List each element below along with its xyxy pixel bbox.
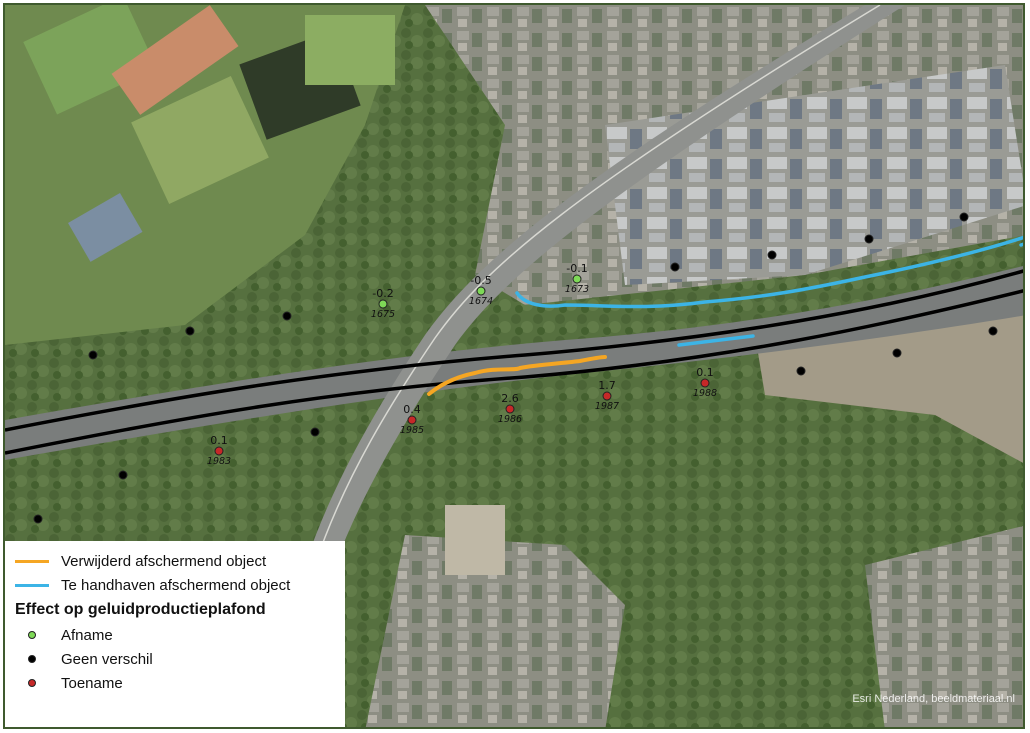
- map-frame: -0.2 1675 -0.5 1674 -0.1 1673 0.1 1988 1.7 19…: [3, 3, 1025, 729]
- point-id: 1673: [565, 284, 589, 295]
- removed-barrier-line: [427, 355, 607, 396]
- built-up-area: [365, 535, 625, 727]
- point-id: 1675: [371, 309, 395, 320]
- legend-label-removed: Verwijderd afschermend object: [61, 552, 267, 570]
- building: [68, 192, 143, 262]
- receiver-point[interactable]: 0.1 1983: [207, 434, 231, 467]
- receiver-point[interactable]: [670, 262, 680, 272]
- legend-dot-decrease-wrap: [15, 631, 49, 639]
- point-id: 1985: [400, 425, 424, 436]
- point-marker: [796, 366, 806, 376]
- legend: Verwijderd afschermend object Te handhav…: [5, 541, 345, 727]
- point-marker: [33, 514, 43, 524]
- legend-dot-increase: [28, 679, 36, 687]
- point-marker: [670, 262, 680, 272]
- point-id: 1988: [693, 388, 717, 399]
- receiver-point[interactable]: 2.6 1986: [498, 392, 522, 425]
- point-marker: [988, 326, 998, 336]
- point-marker: [185, 326, 195, 336]
- highway-line: [5, 289, 1023, 455]
- receiver-point[interactable]: [796, 366, 806, 376]
- point-marker: [767, 250, 777, 260]
- point-value: -0.1: [566, 262, 587, 275]
- point-id: 1987: [595, 401, 619, 412]
- receiver-point[interactable]: [864, 234, 874, 244]
- point-marker: [476, 286, 486, 296]
- receiver-point[interactable]: [33, 514, 43, 524]
- receiver-point[interactable]: 0.4 1985: [400, 403, 424, 436]
- point-marker: [118, 470, 128, 480]
- point-marker: [959, 212, 969, 222]
- receiver-point[interactable]: -0.5 1674: [469, 274, 493, 307]
- point-id: 1986: [498, 414, 522, 425]
- point-value: -0.2: [372, 287, 393, 300]
- legend-label-kept: Te handhaven afschermend object: [61, 576, 291, 594]
- sports-field: [131, 75, 269, 205]
- point-value: 1.7: [598, 379, 616, 392]
- highway-carriageway: [5, 265, 1023, 460]
- point-value: -0.5: [470, 274, 491, 287]
- legend-item-increase: Toename: [15, 671, 335, 695]
- receiver-point[interactable]: [282, 311, 292, 321]
- point-marker: [572, 274, 582, 284]
- point-value: 2.6: [501, 392, 519, 405]
- road-line: [314, 5, 881, 566]
- open-field: [445, 505, 505, 575]
- point-marker: [282, 311, 292, 321]
- receiver-point[interactable]: 0.1 1988: [693, 366, 717, 399]
- sports-field: [23, 5, 157, 115]
- receiver-point[interactable]: [88, 350, 98, 360]
- legend-line-removed: [15, 559, 49, 563]
- legend-dot-no-difference: [28, 655, 36, 663]
- legend-label-decrease: Afname: [61, 626, 113, 644]
- receiver-point[interactable]: -0.1 1673: [565, 262, 589, 295]
- receiver-point[interactable]: [959, 212, 969, 222]
- receiver-point[interactable]: 1.7 1987: [595, 379, 619, 412]
- point-id: 1674: [469, 296, 493, 307]
- points-layer: -0.2 1675 -0.5 1674 -0.1 1673 0.1 1988 1.7 19…: [33, 212, 998, 524]
- receiver-point[interactable]: [310, 427, 320, 437]
- legend-dot-no-difference-wrap: [15, 655, 49, 663]
- legend-item-no-difference: Geen verschil: [15, 647, 335, 671]
- highway-line: [5, 269, 1023, 432]
- receiver-point[interactable]: [767, 250, 777, 260]
- point-marker: [864, 234, 874, 244]
- point-marker: [892, 348, 902, 358]
- point-id: 1983: [207, 456, 231, 467]
- kept-barrier-line: [515, 235, 1023, 309]
- aerial-map[interactable]: -0.2 1675 -0.5 1674 -0.1 1673 0.1 1988 1.7 19…: [5, 5, 1025, 729]
- receiver-point[interactable]: [118, 470, 128, 480]
- built-up-area: [865, 525, 1023, 727]
- legend-title: Effect op geluidproductieplafond: [15, 601, 266, 618]
- point-value: 0.4: [403, 403, 421, 416]
- legend-dot-decrease: [28, 631, 36, 639]
- receiver-point[interactable]: -0.2 1675: [371, 287, 395, 320]
- point-marker: [378, 299, 388, 309]
- legend-item-kept: Te handhaven afschermend object: [15, 573, 335, 597]
- point-marker: [407, 415, 417, 425]
- receiver-point[interactable]: [185, 326, 195, 336]
- map-credits: Esri Nederland, beeldmateriaal.nl: [852, 693, 1015, 705]
- receiver-point[interactable]: [988, 326, 998, 336]
- point-marker: [700, 378, 710, 388]
- point-marker: [505, 404, 515, 414]
- receiver-point[interactable]: [892, 348, 902, 358]
- point-value: 0.1: [696, 366, 714, 379]
- point-marker: [88, 350, 98, 360]
- kept-barrier-line: [1019, 242, 1023, 247]
- tennis-courts: [111, 5, 239, 115]
- legend-item-removed: Verwijderd afschermend object: [15, 549, 335, 573]
- point-marker: [602, 391, 612, 401]
- sports-field: [305, 15, 395, 85]
- point-marker: [214, 446, 224, 456]
- legend-item-decrease: Afname: [15, 623, 335, 647]
- legend-line-kept: [15, 583, 49, 587]
- point-value: 0.1: [210, 434, 228, 447]
- kept-barrier-line: [677, 334, 755, 347]
- point-marker: [310, 427, 320, 437]
- legend-dot-increase-wrap: [15, 679, 49, 687]
- legend-label-increase: Toename: [61, 674, 123, 692]
- legend-label-no-difference: Geen verschil: [61, 650, 153, 668]
